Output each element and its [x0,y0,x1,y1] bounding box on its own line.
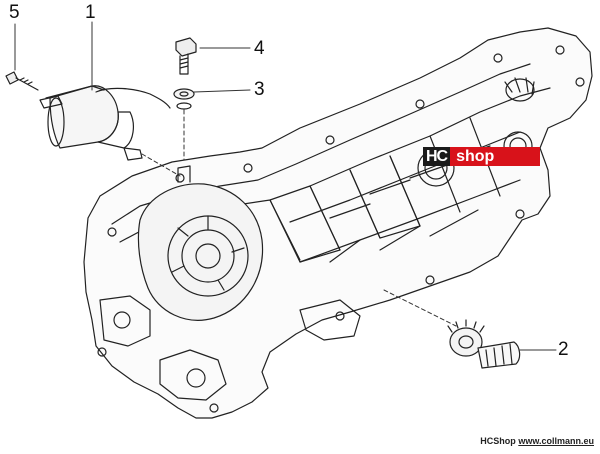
hcshop-logo: HC shop [423,147,540,166]
logo-hc-text: HC [423,147,451,166]
washer-icon [173,88,195,110]
callout-4: 4 [254,38,265,59]
footer-credit: HCShop www.collmann.eu [480,436,594,446]
callout-2: 2 [558,339,569,360]
callout-5: 5 [9,2,20,23]
footer-url[interactable]: www.collmann.eu [518,436,594,446]
mount-bolt-icon [175,37,197,75]
leader-lines [14,21,557,351]
logo-shop-text: shop [450,147,540,166]
callout-3: 3 [254,79,265,100]
crankcase-icon [83,27,593,419]
starter-motor-icon [39,85,171,161]
footer-brand: HCShop [480,436,516,446]
starter-bolt-icon [5,71,39,91]
starter-gear-icon [447,319,521,369]
callout-1: 1 [85,2,96,23]
